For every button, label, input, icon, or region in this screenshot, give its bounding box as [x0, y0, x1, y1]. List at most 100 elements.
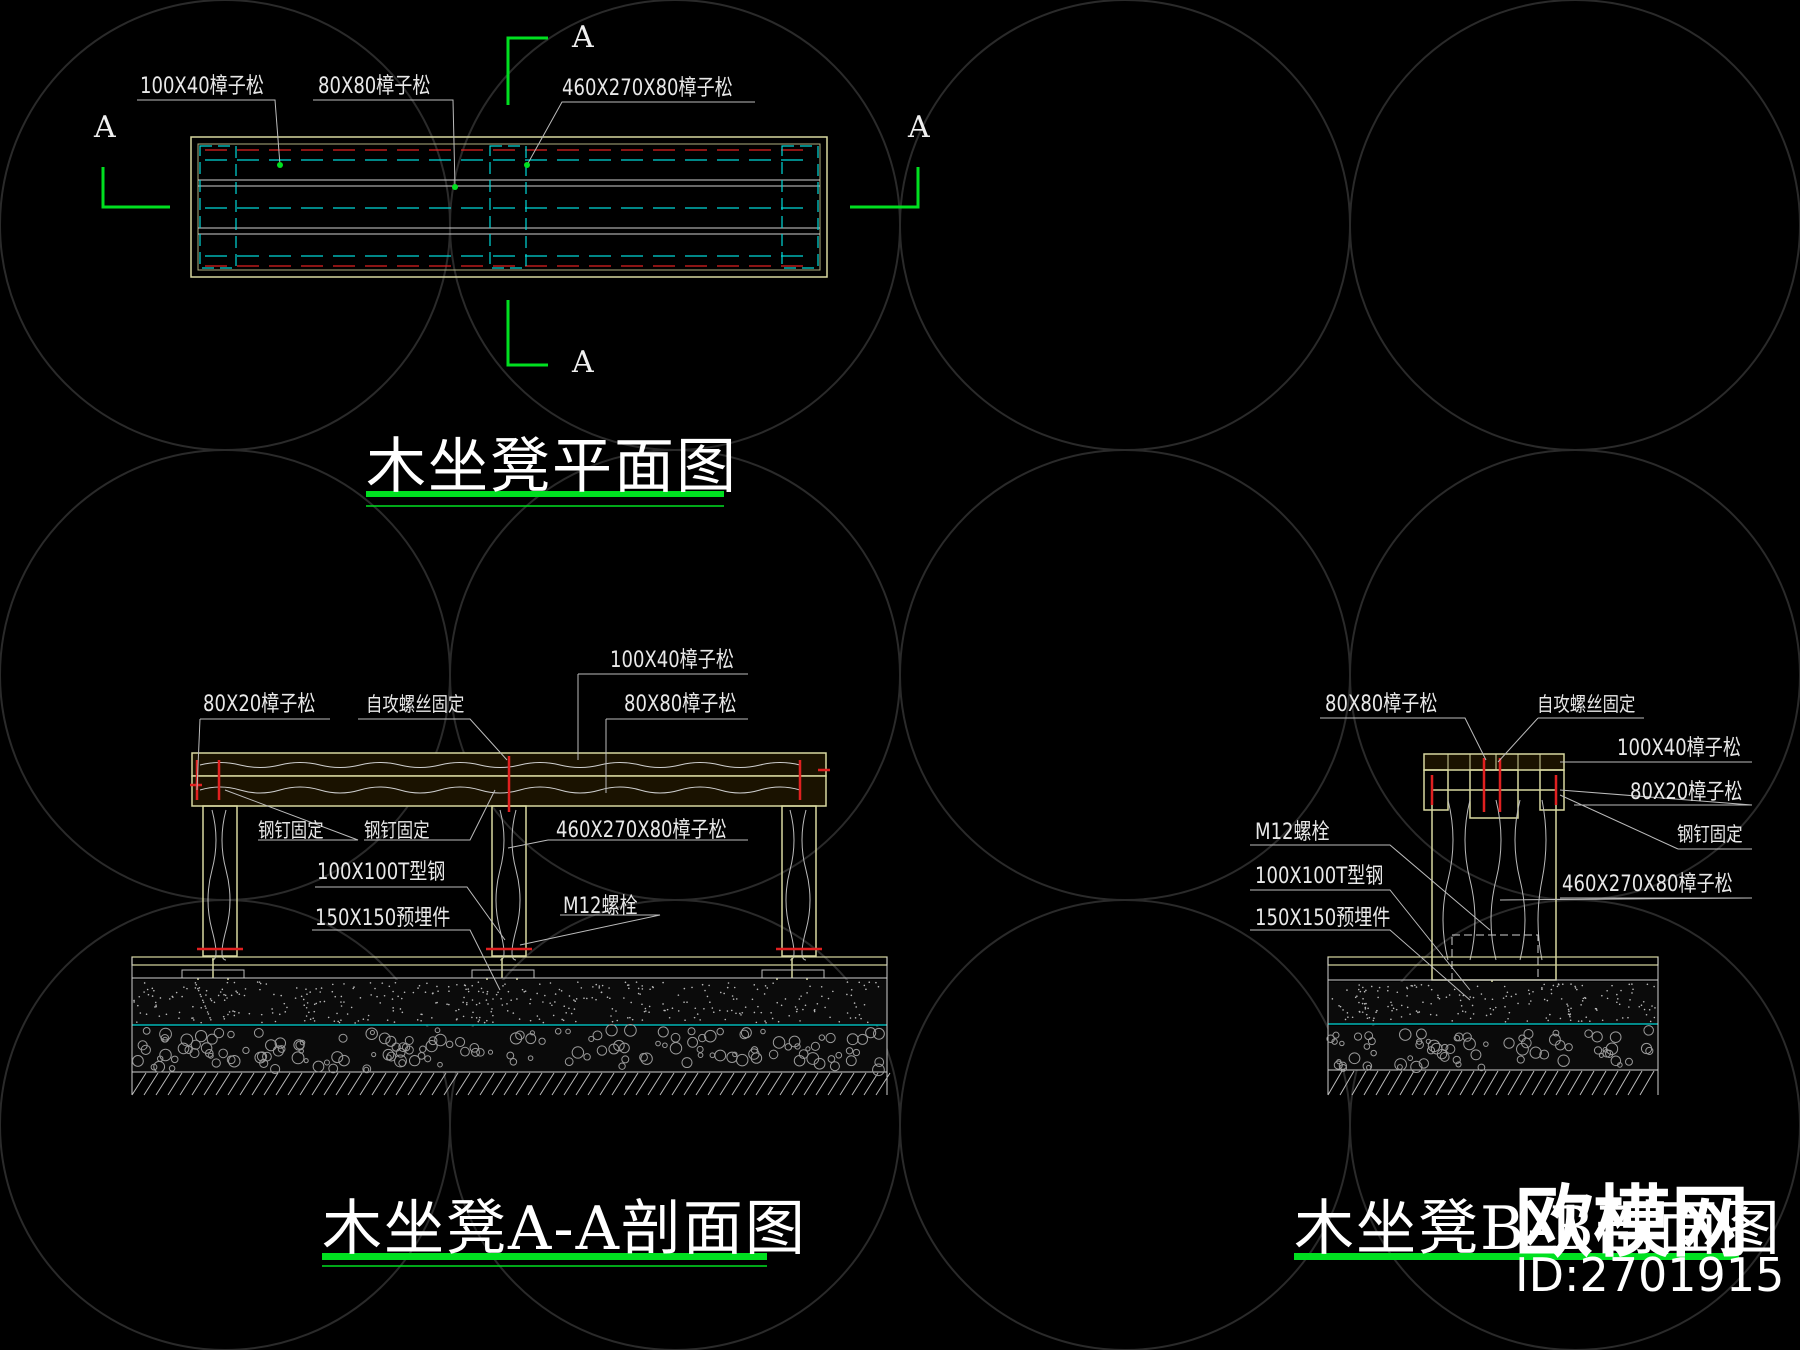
concrete-speckle	[1472, 996, 1475, 999]
concrete-speckle	[158, 1015, 161, 1017]
gravel-mark	[1557, 1054, 1570, 1067]
concrete-speckle	[554, 993, 557, 995]
gravel-mark	[698, 1033, 707, 1043]
concrete-speckle	[256, 981, 259, 983]
concrete-speckle	[764, 985, 767, 987]
concrete-speckle	[492, 1021, 494, 1023]
concrete-speckle	[315, 988, 317, 990]
concrete-speckle	[199, 993, 202, 996]
concrete-speckle	[524, 990, 527, 992]
concrete-speckle	[186, 987, 188, 990]
concrete-speckle	[536, 1015, 539, 1017]
wood-grain	[1442, 799, 1454, 961]
gravel-mark	[419, 1045, 427, 1053]
concrete-speckle	[1517, 1002, 1519, 1005]
gravel-mark	[1415, 1040, 1424, 1050]
concrete-speckle	[832, 990, 834, 993]
concrete-speckle	[631, 1018, 634, 1021]
gravel-mark	[772, 1036, 786, 1049]
concrete-speckle	[1361, 1011, 1364, 1013]
concrete-speckle	[233, 981, 236, 984]
concrete-speckle	[751, 998, 754, 1001]
gravel-mark	[670, 1032, 681, 1043]
concrete-speckle	[703, 1007, 705, 1010]
aa-label-nail-2: 钢钉固定	[364, 818, 430, 842]
concrete-speckle	[1546, 999, 1549, 1002]
concrete-speckle	[243, 994, 246, 997]
gravel-mark	[813, 1057, 826, 1070]
concrete-speckle	[644, 1007, 647, 1010]
concrete-speckle	[549, 1002, 551, 1004]
concrete-speckle	[305, 1006, 308, 1009]
gravel-mark	[1426, 1046, 1436, 1055]
gravel-mark	[242, 1046, 250, 1055]
gravel-mark	[1418, 1058, 1429, 1069]
wm-circle	[449, 899, 901, 1350]
concrete-speckle	[760, 1011, 763, 1014]
concrete-speckle	[630, 1001, 632, 1004]
concrete-speckle	[1543, 998, 1546, 1001]
concrete-speckle	[436, 1001, 438, 1004]
concrete-speckle	[466, 1001, 468, 1004]
concrete-speckle	[731, 995, 734, 997]
concrete-speckle	[648, 1005, 651, 1008]
concrete-speckle	[683, 987, 686, 990]
concrete-speckle	[838, 1020, 841, 1023]
leader	[1497, 717, 1539, 763]
gravel-mark	[385, 1054, 392, 1061]
leader	[315, 886, 506, 941]
concrete-speckle	[1417, 1011, 1419, 1014]
gravel-mark	[170, 1055, 179, 1064]
wood-grain	[785, 809, 795, 961]
concrete-speckle	[1581, 1000, 1584, 1002]
concrete-speckle	[1580, 1004, 1582, 1006]
gravel-mark	[583, 1053, 591, 1061]
concrete-speckle	[639, 993, 641, 995]
concrete-speckle	[560, 990, 563, 992]
gravel-mark	[371, 1051, 377, 1058]
concrete-speckle	[1451, 1020, 1454, 1022]
concrete-speckle	[446, 1003, 448, 1006]
concrete-speckle	[393, 1021, 396, 1023]
gravel-mark	[425, 1040, 438, 1053]
aa-gravel	[132, 1027, 887, 1072]
concrete-speckle	[776, 1001, 779, 1004]
gravel-mark	[365, 1027, 378, 1040]
gravel-mark	[845, 1047, 854, 1055]
concrete-speckle	[1547, 1019, 1549, 1022]
concrete-speckle	[683, 1001, 685, 1003]
gravel-mark	[253, 1027, 264, 1038]
gravel-mark	[1439, 1052, 1450, 1062]
concrete-speckle	[723, 992, 725, 995]
concrete-speckle	[1549, 1013, 1551, 1016]
concrete-speckle	[412, 991, 415, 994]
concrete-speckle	[155, 1004, 157, 1006]
gravel-mark	[554, 1028, 562, 1035]
concrete-speckle	[772, 982, 774, 984]
concrete-speckle	[309, 1018, 312, 1021]
concrete-speckle	[139, 1012, 142, 1014]
concrete-speckle	[431, 1017, 433, 1019]
concrete-speckle	[1627, 1016, 1629, 1019]
gravel-mark	[760, 1028, 766, 1035]
concrete-speckle	[151, 995, 154, 997]
concrete-speckle	[280, 994, 283, 997]
gravel-mark	[538, 1037, 546, 1045]
concrete-speckle	[151, 987, 154, 990]
bb-title: 木坐凳B-B剖面图	[1294, 1194, 1782, 1264]
concrete-speckle	[309, 991, 311, 993]
concrete-speckle	[227, 1013, 229, 1016]
concrete-speckle	[1530, 1000, 1532, 1002]
concrete-speckle	[213, 1001, 216, 1004]
plan-label-block: 460X270X80樟子松	[562, 76, 733, 101]
concrete-speckle	[820, 986, 823, 988]
concrete-speckle	[1491, 998, 1494, 1001]
concrete-speckle	[462, 1001, 464, 1004]
concrete-speckle	[712, 1011, 715, 1013]
section-mark-right	[850, 167, 920, 209]
concrete-speckle	[1459, 999, 1462, 1002]
gravel-mark	[639, 1052, 648, 1062]
aa-label-embed: 150X150预埋件	[315, 906, 451, 931]
leader	[1250, 889, 1471, 991]
concrete-speckle	[677, 994, 680, 996]
